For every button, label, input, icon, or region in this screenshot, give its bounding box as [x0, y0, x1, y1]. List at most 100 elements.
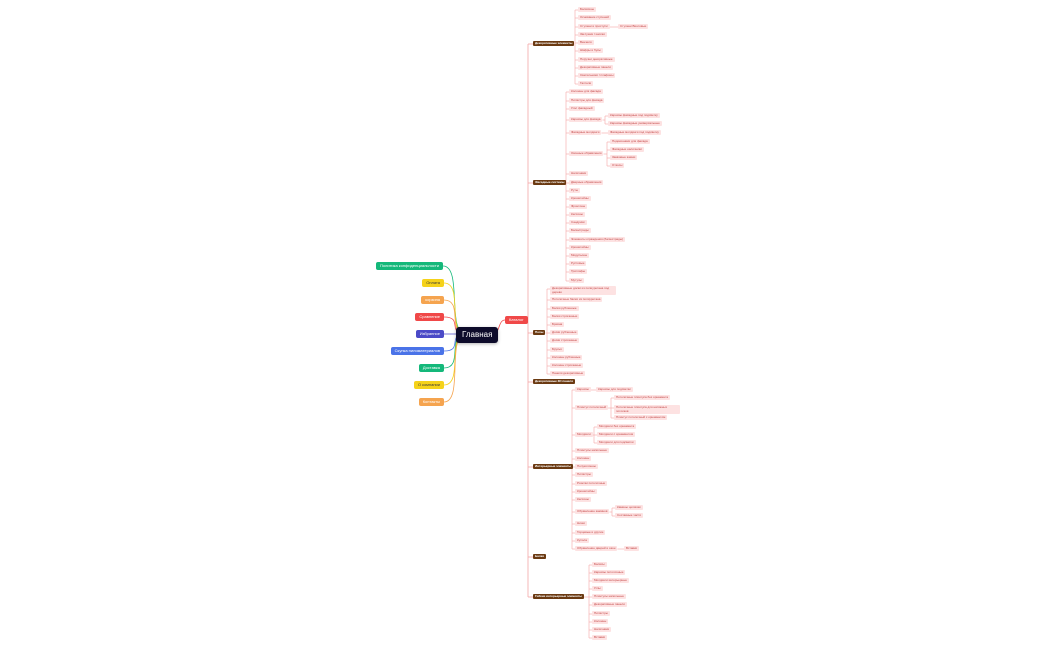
leaf-node[interactable]: Розетки потолочные: [575, 481, 608, 486]
leaf-node[interactable]: Молдинги интерьерные: [592, 578, 629, 583]
category-node-6[interactable]: Гибкие интерьерные элементы: [533, 594, 584, 599]
catalog-node[interactable]: Каталог: [505, 316, 528, 324]
leaf-node[interactable]: Балки рубленные: [550, 306, 579, 311]
leaf-node[interactable]: Пилястры для фасада: [569, 98, 605, 103]
leaf-node[interactable]: Полуколонны: [575, 464, 598, 469]
sub-leaf-node[interactable]: Вставки: [624, 546, 640, 551]
category-node-0[interactable]: Декоративные элементы: [533, 41, 575, 46]
category-node-2[interactable]: Полы: [533, 330, 546, 335]
leaf-node[interactable]: Фасадные молдинги: [569, 130, 602, 135]
sub-leaf-node[interactable]: Молдинги с орнаментом: [597, 432, 636, 437]
leaf-node[interactable]: Модульоны: [569, 253, 590, 258]
left-branch-0[interactable]: Политика конфиденциальности: [375, 262, 443, 270]
leaf-node[interactable]: Шифры и бусы: [578, 48, 603, 53]
leaf-node[interactable]: Декоративные доски из полиуретана под де…: [550, 286, 616, 296]
leaf-node[interactable]: Карнизы потолочные: [592, 570, 626, 575]
leaf-node[interactable]: Руты: [569, 188, 581, 193]
leaf-node[interactable]: Брусья: [550, 347, 564, 352]
leaf-node[interactable]: Кессоны: [569, 212, 585, 217]
sub-leaf-node[interactable]: Откосы: [610, 163, 625, 168]
leaf-node[interactable]: Колонны для фасада: [569, 89, 603, 94]
leaf-node[interactable]: Кронштейны: [569, 196, 591, 201]
leaf-node[interactable]: Колонны рубленные: [550, 355, 583, 360]
leaf-node[interactable]: Дверные обрамления: [569, 180, 604, 185]
leaf-node[interactable]: Колонны: [575, 456, 592, 461]
sub-leaf-node[interactable]: Фасадные наличники: [610, 147, 644, 152]
leaf-node[interactable]: Колонны: [592, 619, 609, 624]
leaf-node[interactable]: Доски рубленные: [550, 330, 579, 335]
leaf-node[interactable]: Декоративные панели: [592, 602, 627, 607]
leaf-node[interactable]: Карнизы для фасада: [569, 117, 603, 122]
left-branch-2[interactable]: корзина: [421, 296, 444, 304]
leaf-node[interactable]: Балясины: [578, 7, 597, 12]
leaf-node[interactable]: Карнизы: [575, 387, 591, 392]
leaf-node[interactable]: Кронштейны: [569, 245, 591, 250]
leaf-node[interactable]: Плинтус потолочный: [575, 405, 609, 410]
leaf-node[interactable]: Плинтусы напольные: [575, 448, 609, 453]
leaf-node[interactable]: Плинтусы напольные: [592, 594, 626, 599]
sub-leaf-node[interactable]: Потолочные плинтуса без орнамента: [614, 395, 671, 400]
category-node-1[interactable]: Фасадные системы: [533, 180, 567, 185]
leaf-node[interactable]: Пилястры: [575, 472, 593, 477]
leaf-node[interactable]: Рустовые: [569, 261, 587, 266]
leaf-node[interactable]: Кронштейны: [575, 489, 597, 494]
leaf-node[interactable]: Поручни декоративные: [578, 57, 615, 62]
leaf-node[interactable]: Светильники / плафоны: [578, 73, 616, 78]
category-node-3[interactable]: Декоративные 3D панели: [533, 379, 576, 384]
left-branch-4[interactable]: Избранное: [415, 330, 444, 338]
leaf-node[interactable]: Основание ступеней: [578, 15, 611, 20]
sub-leaf-node[interactable]: Плинтус потолочный с орнаментом: [614, 415, 668, 420]
leaf-node[interactable]: Фронтоны: [569, 204, 588, 209]
leaf-node[interactable]: Бревна: [550, 322, 565, 327]
sub-leaf-node[interactable]: Карнизы фасадные универсальные: [608, 121, 662, 126]
leaf-node[interactable]: Галтели: [578, 81, 594, 86]
sub-leaf-node[interactable]: Подоконники для фасада: [610, 139, 650, 144]
leaf-node[interactable]: Вставки: [592, 635, 608, 640]
leaf-node[interactable]: Ниши: [575, 521, 587, 526]
sub-leaf-node[interactable]: Камины целиком: [615, 505, 643, 510]
sub-leaf-node[interactable]: Ступени Винтовые: [618, 24, 649, 29]
leaf-node[interactable]: Кессоны: [575, 497, 591, 502]
leaf-node[interactable]: Декоративные панели: [578, 65, 613, 70]
sub-leaf-node[interactable]: Карнизы для подсветки: [596, 387, 633, 392]
leaf-node[interactable]: Сандрики: [569, 220, 587, 225]
leaf-node[interactable]: Потолочные балки из полиуретана: [550, 297, 603, 302]
leaf-node[interactable]: Купола: [575, 538, 589, 543]
leaf-node[interactable]: Пилястры: [592, 611, 610, 616]
category-node-4[interactable]: Интерьерные элементы: [533, 464, 573, 469]
left-branch-5[interactable]: Скупка пиломатериалов: [390, 347, 444, 355]
sub-leaf-node[interactable]: Потолочные плинтуса для натяжных потолко…: [614, 405, 680, 415]
left-branch-6[interactable]: Доставка: [418, 364, 444, 372]
leaf-node[interactable]: Балюстрады: [569, 228, 591, 233]
sub-leaf-node[interactable]: Составные части: [615, 513, 644, 518]
category-node-5[interactable]: Балки: [533, 554, 547, 559]
leaf-node[interactable]: Обрамление каминов: [575, 509, 610, 514]
leaf-node[interactable]: Балки строганные: [550, 314, 580, 319]
leaf-node[interactable]: Наличники: [592, 627, 612, 632]
leaf-node[interactable]: Вензеля: [578, 40, 594, 45]
sub-leaf-node[interactable]: Замковые камни: [610, 155, 638, 160]
sub-leaf-node[interactable]: Молдинги без орнамента: [597, 424, 637, 429]
sub-leaf-node[interactable]: Карнизы фасадные под подсветку: [608, 113, 660, 118]
left-branch-3[interactable]: Сравнение: [415, 313, 444, 321]
leaf-node[interactable]: Панели декоративные: [550, 371, 586, 376]
leaf-node[interactable]: Торцевые и другие: [575, 530, 606, 535]
leaf-node[interactable]: Мутулы: [569, 278, 584, 283]
leaf-node[interactable]: Колонны строганные: [550, 363, 584, 368]
leaf-node[interactable]: Угол фасадный: [569, 106, 595, 111]
leaf-node[interactable]: Обрамление дверей и окон: [575, 546, 618, 551]
left-branch-1[interactable]: Оплата: [422, 279, 444, 287]
leaf-node[interactable]: Элементы ограждения (балюстрады): [569, 237, 625, 242]
leaf-node[interactable]: Заглушки / кнопки: [578, 32, 607, 37]
left-branch-7[interactable]: О компании: [413, 381, 444, 389]
leaf-node[interactable]: Молдинги: [575, 432, 593, 437]
left-branch-8[interactable]: Контакты: [418, 398, 444, 406]
leaf-node[interactable]: Ступени и проступи: [578, 24, 610, 29]
leaf-node[interactable]: Углы: [592, 586, 603, 591]
leaf-node[interactable]: Наличники: [569, 171, 589, 176]
sub-leaf-node[interactable]: Фасадные молдинги под подсветку: [608, 130, 661, 135]
leaf-node[interactable]: Доски строганные: [550, 338, 580, 343]
root-node-home[interactable]: Главная: [456, 327, 499, 343]
leaf-node[interactable]: Триглифы: [569, 269, 588, 274]
sub-leaf-node[interactable]: Молдинги для подсветки: [597, 440, 636, 445]
